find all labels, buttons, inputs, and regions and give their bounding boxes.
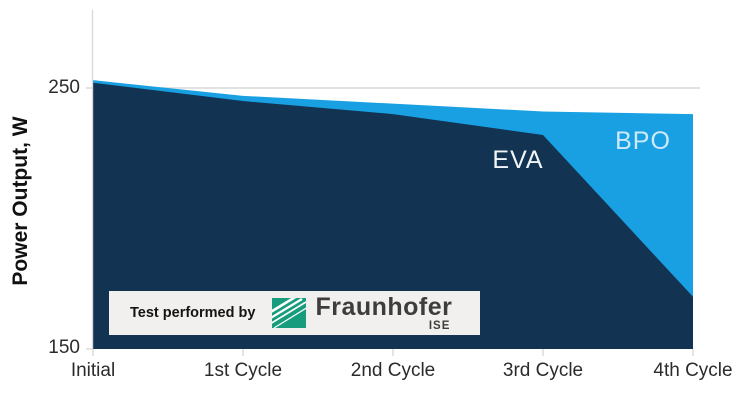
x-tick-4th-cycle: 4th Cycle [653, 360, 733, 381]
y-tick-250: 250 [48, 77, 80, 98]
x-tick-1st-cycle: 1st Cycle [203, 360, 283, 381]
fraunhofer-wordmark: Fraunhofer [315, 292, 453, 321]
series-label-bpo: BPO [615, 127, 671, 155]
badge-caption: Test performed by [130, 305, 256, 321]
x-tick-2nd-cycle: 2nd Cycle [350, 360, 436, 381]
x-tick-3rd-cycle: 3rd Cycle [502, 360, 584, 381]
fraunhofer-ise-label: ISE [428, 319, 451, 332]
test-attribution-badge: Test performed by Fraunhofer ISE [109, 291, 480, 335]
y-tick-150: 150 [48, 337, 80, 358]
y-axis-title: Power Output, W [9, 116, 32, 286]
series-label-eva: EVA [492, 146, 544, 174]
x-tick-initial: Initial [70, 360, 116, 381]
fraunhofer-logo-icon [272, 298, 307, 328]
fraunhofer-wordmark-group: Fraunhofer ISE [315, 292, 453, 332]
